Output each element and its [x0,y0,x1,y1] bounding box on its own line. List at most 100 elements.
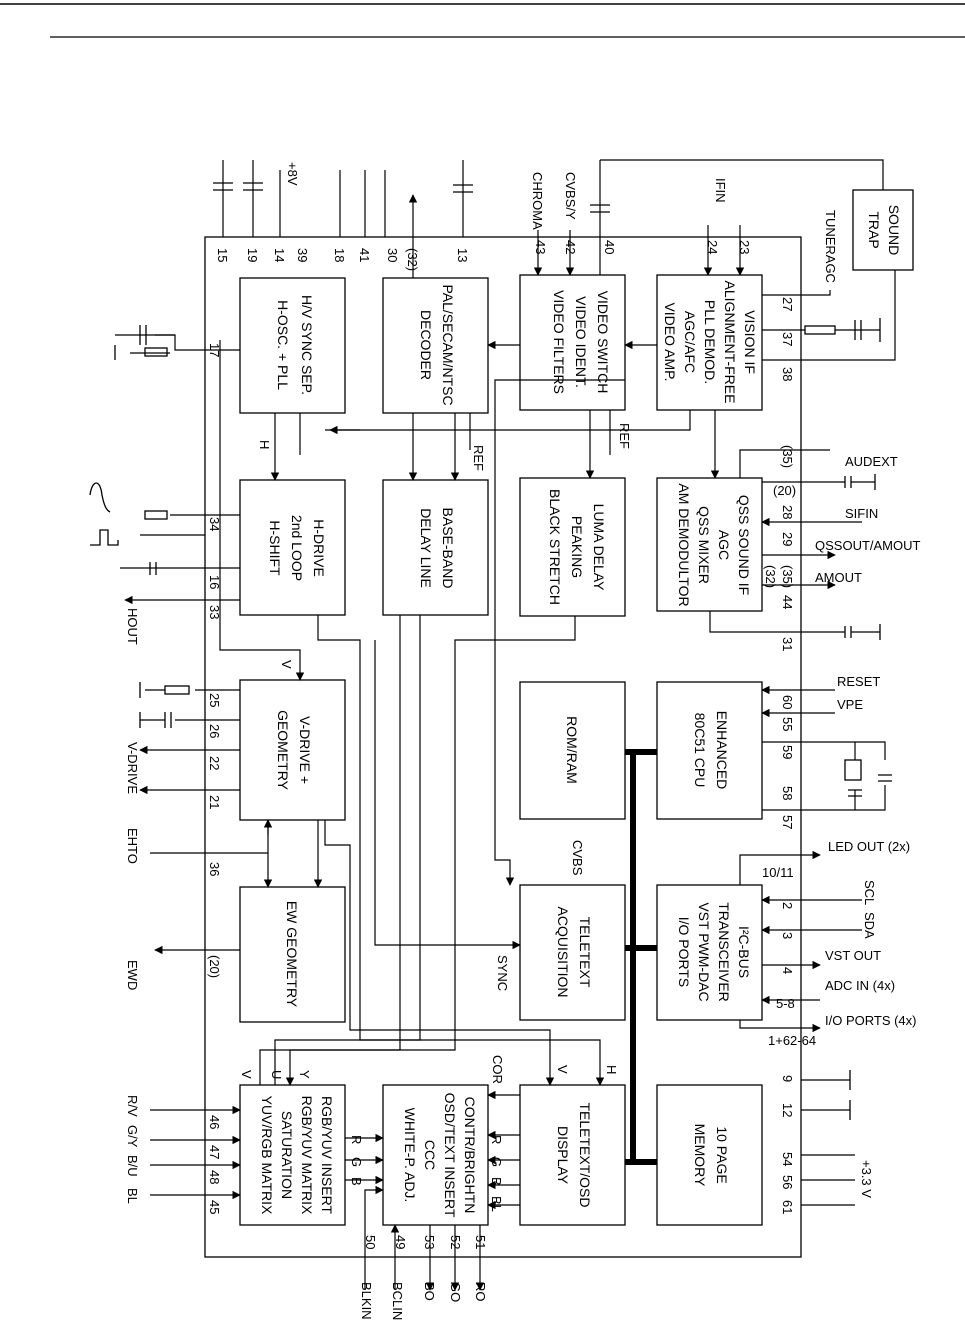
signal-ifin: IFIN [713,178,728,203]
pin-3: 3 [780,932,795,939]
signal-sda: SDA [862,912,877,939]
signal-bclin: BCLIN [390,1282,405,1320]
block-h-drive [239,479,346,616]
signal-hout: HOUT [125,608,140,645]
svg-text:ACQUISITION: ACQUISITION [555,906,571,997]
svg-text:VIDEO SWITCH: VIDEO SWITCH [595,291,611,394]
signal-g-ttx: G [489,1157,504,1167]
svg-text:H-OSC. + PLL: H-OSC. + PLL [275,300,291,390]
label-rom-ram: ROM/RAM [564,716,580,784]
pin-15: 15 [215,248,230,262]
pin-4: 4 [780,967,795,974]
svg-text:LUMA DELAY: LUMA DELAY [591,504,607,592]
svg-text:AGC: AGC [716,530,732,560]
svg-text:WHITE-P. ADJ.: WHITE-P. ADJ. [402,1108,418,1203]
block-teletext-acq [519,884,626,1021]
pin-22: 22 [207,756,222,770]
svg-text:VISION IF: VISION IF [742,310,758,374]
signal-cor: COR [490,1055,505,1084]
pin-12: 12 [780,1103,795,1117]
pin-31: 31 [780,637,795,651]
pin-28: 28 [780,505,795,519]
signal-amout: AMOUT [815,570,862,585]
wire-audext [739,449,830,478]
pin-40: 40 [602,240,617,254]
block-sound-trap [852,189,914,271]
signal-33v: +3.3 V [859,1160,874,1198]
pin-52: 52 [448,1235,463,1249]
pin-61: 61 [780,1200,795,1214]
pin-19: 19 [245,248,260,262]
svg-text:OSD/TEXT INSERT: OSD/TEXT INSERT [442,1093,458,1218]
label-ew: EW GEOMETRY [284,901,300,1008]
svg-text:V-DRIVE +: V-DRIVE + [297,716,313,784]
svg-text:SOUND: SOUND [886,205,902,256]
signal-led-out: LED OUT (2x) [828,839,910,854]
svg-text:DECODER: DECODER [418,310,434,380]
block-v-drive [239,679,346,821]
svg-text:ROM/RAM: ROM/RAM [564,716,580,784]
svg-text:80C51 CPU: 80C51 CPU [692,713,708,788]
signal-qssout: QSSOUT/AMOUT [815,538,921,553]
signal-vpe: VPE [837,697,863,712]
signal-u-rgb: U [269,1070,284,1079]
svg-text:PLL DEMOD.: PLL DEMOD. [702,300,718,384]
svg-text:VST PWM-DAC: VST PWM-DAC [696,902,712,1001]
signal-h-top: H [257,440,272,449]
signal-adc-in: ADC IN (4x) [825,978,895,993]
components [89,182,892,1120]
pin-49: 49 [393,1235,408,1249]
pin-58: 58 [780,786,795,800]
pin-16: 16 [207,575,222,589]
signal-sifin: SIFIN [845,506,878,521]
signal-tuneragc: TUNERAGC [823,210,838,283]
signal-b-ttx: B [489,1177,504,1186]
svg-text:VIDEO AMP.: VIDEO AMP. [662,302,678,381]
svg-text:SATURATION: SATURATION [279,1111,295,1199]
signal-audext: AUDEXT [845,454,898,469]
pin-25: 25 [207,693,222,707]
signal-ro: RO [473,1282,488,1302]
pin-27: 27 [780,297,795,311]
label-pal-decoder: PAL/SECAM/NTSC DECODER [418,284,456,405]
pin-20: (20) [773,483,796,498]
pin-21: 21 [207,795,222,809]
svg-text:QSS SOUND IF: QSS SOUND IF [736,495,752,595]
pin-53: 53 [422,1235,437,1249]
signal-blkin: BLKIN [359,1282,374,1320]
signal-scl: SCL [862,880,877,905]
signal-reset: RESET [837,674,880,689]
svg-text:YUV/RGB MATRIX: YUV/RGB MATRIX [259,1096,275,1215]
pin-54: 54 [780,1152,795,1166]
svg-text:BASE-BAND: BASE-BAND [440,508,456,589]
pin-37: 37 [780,332,795,346]
signal-8v: +8V [285,162,300,186]
wire-tuneragc [762,290,831,296]
block-teletext-osd [519,1084,626,1226]
wire-vdrive-ttx [324,820,555,1086]
wire-sync [374,640,521,950]
svg-text:TELETEXT/OSD: TELETEXT/OSD [577,1102,593,1207]
signal-sync: SYNC [495,955,510,991]
pin-34: 34 [207,517,222,531]
pin-36: 36 [207,862,222,876]
block-page-memory [656,1084,763,1226]
block-cpu [656,681,763,820]
wire-pin40-trap [600,159,884,190]
signal-ref-vs: REF [617,423,632,449]
svg-text:PAL/SECAM/NTSC: PAL/SECAM/NTSC [440,284,456,405]
signal-chroma: CHROMA [530,172,545,230]
pin-48: 48 [207,1170,222,1184]
signal-vdrive: V-DRIVE [125,742,140,794]
signal-ref-pal: REF [471,445,486,471]
svg-text:GEOMETRY: GEOMETRY [275,710,291,791]
pin-30: 30 [385,248,400,262]
